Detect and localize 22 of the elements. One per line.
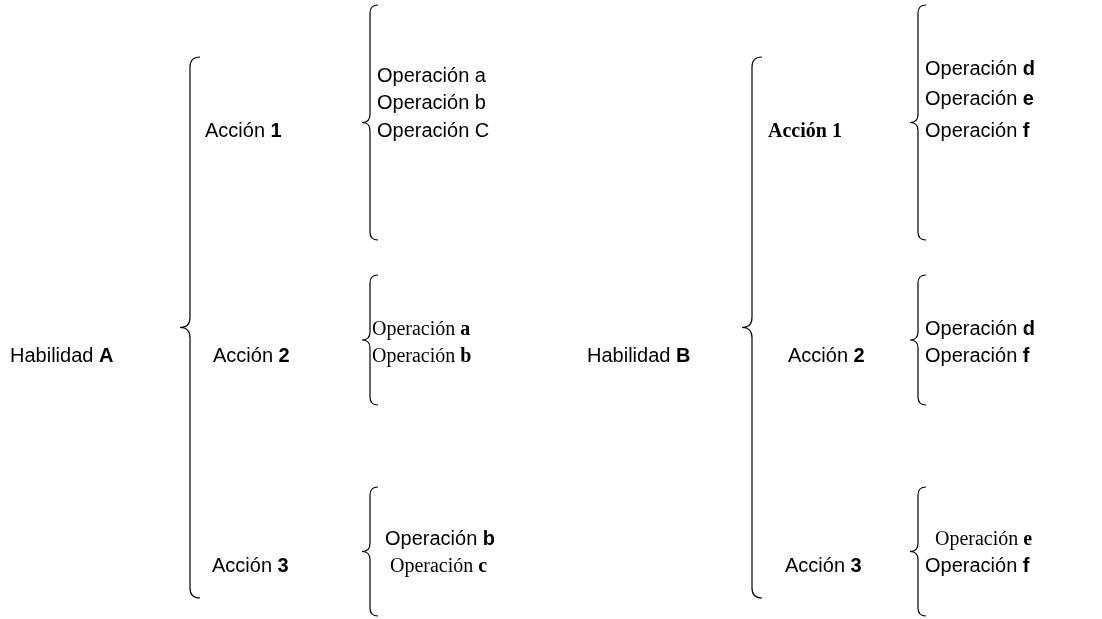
text-label: Operación b [372, 343, 472, 367]
text-label: Acción 1 [768, 118, 842, 142]
text-label: Operación f [925, 343, 1030, 367]
text-label: Acción 1 [205, 118, 282, 142]
text-label: Acción 3 [212, 553, 289, 577]
text-label: Operación a [372, 316, 471, 340]
text-label: Operación d [925, 316, 1036, 340]
text-label: Operación c [390, 553, 488, 577]
text-label: Operación b [377, 90, 486, 114]
text-label: Operación d [925, 56, 1036, 80]
text-label: Operación C [377, 118, 490, 142]
text-label: Operación b [385, 526, 496, 550]
text-label: Operación e [935, 526, 1033, 550]
text-label: Acción 2 [788, 343, 865, 367]
text-label: Operación f [925, 553, 1030, 577]
text-label: Operación f [925, 118, 1030, 142]
text-label: Operación e [925, 86, 1034, 110]
text-label: Operación a [377, 63, 486, 87]
text-label: Acción 2 [213, 343, 290, 367]
text-label: Acción 3 [785, 553, 862, 577]
text-label: Habilidad A [10, 343, 114, 367]
text-label: Habilidad B [587, 343, 691, 367]
